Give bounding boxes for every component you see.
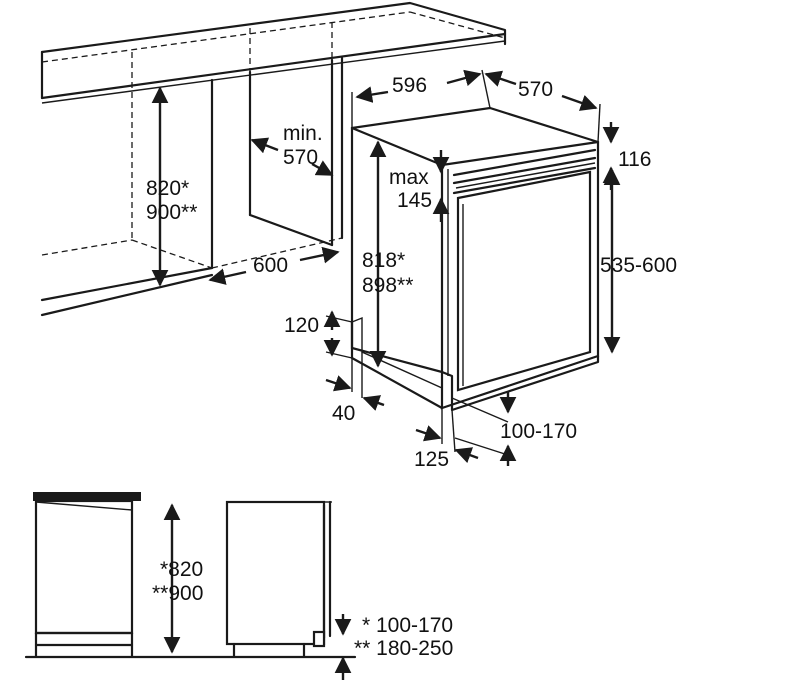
depth-570-arrow-left [484, 70, 517, 87]
door-height-label: 535-600 [600, 254, 677, 277]
min-depth-arrow-right [311, 160, 334, 177]
foot-range-label: 100-170 [500, 420, 577, 443]
foot-125-arrow-left [415, 425, 442, 442]
plinth-40-arrow-left [325, 375, 352, 392]
plinth-120-label: 120 [284, 314, 319, 337]
foot-125-arrow-right [454, 447, 479, 464]
cabinet-width-arrow-right [299, 246, 340, 264]
cabinet-height-label-1: 820* [146, 177, 189, 200]
width-596-arrow-left [355, 86, 389, 103]
top-116-label: 116 [618, 148, 651, 171]
side-height-label-1: *820 [160, 558, 203, 581]
depth-570-label: 570 [518, 78, 553, 101]
min-depth-label: min. [283, 122, 323, 145]
side-plinth-label-2: ** 180-250 [354, 637, 453, 660]
side-plinth-label-1: * 100-170 [362, 614, 453, 637]
side-height-label-2: **900 [152, 582, 203, 605]
min-depth-value: 570 [283, 146, 318, 169]
cabinet-width-arrow-left [208, 268, 247, 285]
dishwasher-body [350, 106, 600, 412]
max-145-value: 145 [397, 189, 432, 212]
width-596-arrow-right [446, 69, 482, 87]
foot-125-label: 125 [414, 448, 449, 471]
side-view-countertop-unit [33, 492, 141, 658]
plinth-40-label: 40 [332, 402, 355, 425]
side-view-dishwasher [225, 500, 332, 658]
appliance-height-label-1: 818* [362, 249, 405, 272]
plinth-40-arrow-right [362, 395, 385, 411]
depth-570-arrow-right [561, 94, 598, 111]
width-596-label: 596 [392, 74, 427, 97]
cabinet-height-label-2: 900** [146, 201, 197, 224]
cabinet-width-label: 600 [253, 254, 288, 277]
min-depth-arrow-left [250, 137, 279, 154]
kitchen-cabinet-outline [40, 1, 507, 317]
appliance-height-label-2: 898** [362, 274, 413, 297]
max-145-label: max [389, 166, 429, 189]
